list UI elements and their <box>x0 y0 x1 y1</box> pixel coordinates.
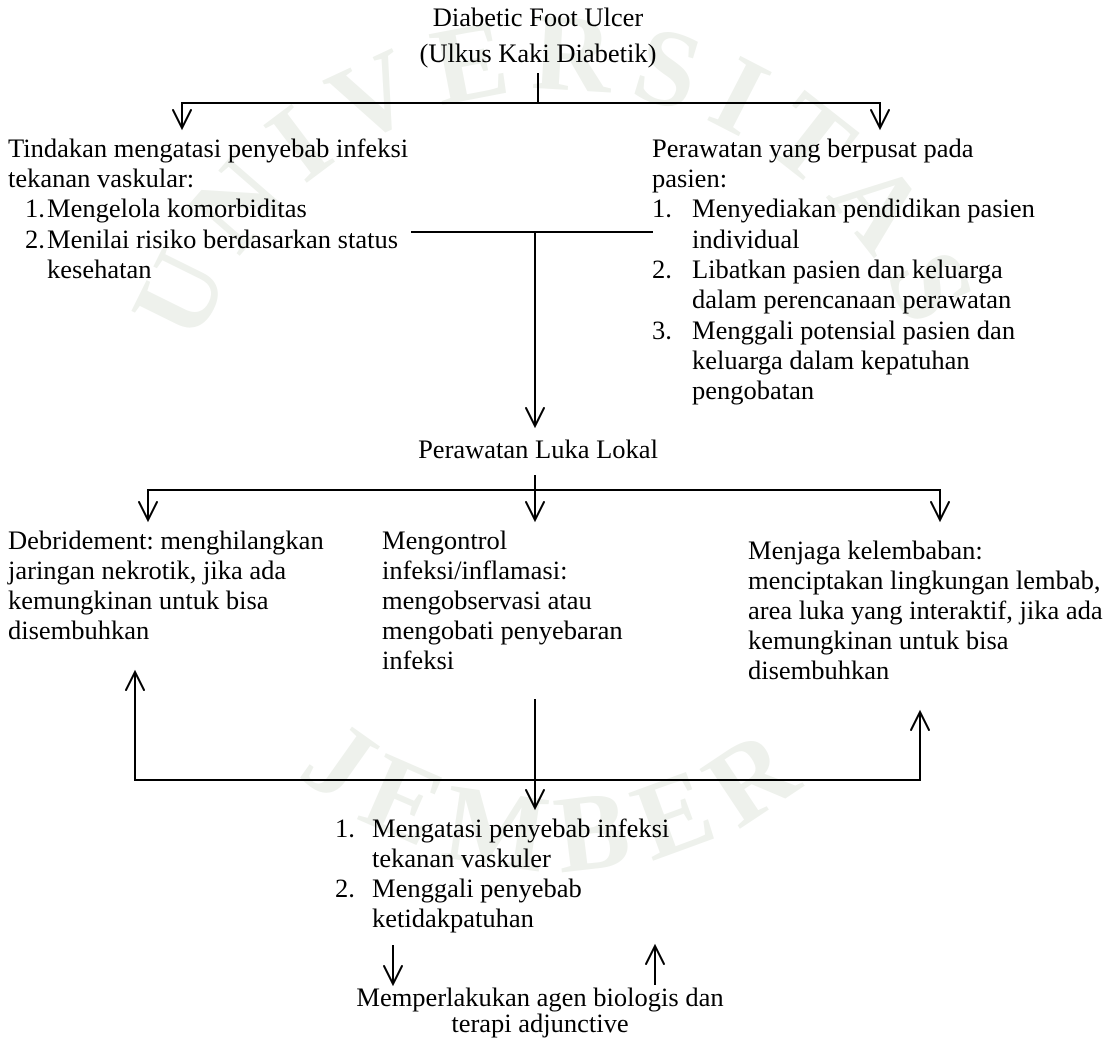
merge-connector <box>411 231 653 429</box>
list-number: 1. <box>652 193 672 223</box>
infection-control-node: Mengontrol infeksi/inflamasi: mengobserv… <box>382 525 623 675</box>
adjunctive-node: Memperlakukan agen biologis dan terapi a… <box>356 982 723 1038</box>
list-item-text: Menggali potensial pasien dan <box>692 315 1015 345</box>
node-text-line: Menjaga kelembaban: <box>748 535 983 565</box>
list-item-text: dalam perencanaan perawatan <box>692 284 1011 314</box>
right-branch-heading: Perawatan yang berpusat pada <box>652 133 974 163</box>
node-text-line: Mengontrol <box>382 525 507 555</box>
node-text-line: disembuhkan <box>8 615 149 645</box>
moisture-node: Menjaga kelembaban: menciptakan lingkung… <box>748 535 1103 685</box>
arrow-down-icon <box>172 109 192 131</box>
node-text-line: infeksi <box>382 645 454 675</box>
list-item-text: ketidakpatuhan <box>372 903 534 933</box>
local-care-node: Perawatan Luka Lokal <box>418 434 658 464</box>
list-item-text: pengobatan <box>692 375 814 405</box>
right-branch-node: Perawatan yang berpusat pada pasien: 1. … <box>652 133 1035 405</box>
feedback-connector <box>125 669 930 811</box>
left-branch-node: Tindakan mengatasi penyebab infeksi teka… <box>8 133 408 284</box>
node-text-line: infeksi/inflamasi: <box>382 555 567 585</box>
root-subtitle: (Ulkus Kaki Diabetik) <box>420 38 657 68</box>
node-text-line: mengobati penyebaran <box>382 615 623 645</box>
list-number: 1. <box>25 193 45 223</box>
bottom-connector <box>383 943 665 987</box>
list-item-text: Mengelola komorbiditas <box>47 193 307 223</box>
root-node: Diabetic Foot Ulcer (Ulkus Kaki Diabetik… <box>420 2 657 68</box>
node-text-line: disembuhkan <box>748 655 889 685</box>
distribution-connector <box>138 475 950 523</box>
list-item-text: Menilai risiko berdasarkan status <box>47 224 398 254</box>
root-split-connector <box>172 73 890 131</box>
list-item-text: kesehatan <box>47 254 151 284</box>
watermark-bottom-label: JEMBER <box>282 695 814 899</box>
left-branch-heading: tekanan vaskular: <box>8 163 194 193</box>
node-text-line: Debridement: menghilangkan <box>8 525 324 555</box>
list-number: 2. <box>652 254 672 284</box>
arrow-down-icon <box>525 789 545 811</box>
list-item-text: keluarga dalam kepatuhan <box>692 345 970 375</box>
debridement-node: Debridement: menghilangkan jaringan nekr… <box>7 525 324 645</box>
follow-up-node: 1. Mengatasi penyebab infeksi tekanan va… <box>335 813 669 933</box>
root-title: Diabetic Foot Ulcer <box>433 2 644 32</box>
watermark-bottom-text: JEMBER <box>282 695 832 899</box>
list-item-text: Mengatasi penyebab infeksi <box>372 813 669 843</box>
list-item-text: Menggali penyebab <box>372 873 582 903</box>
list-item-text: Menyediakan pendidikan pasien <box>692 193 1035 223</box>
left-branch-heading: Tindakan mengatasi penyebab infeksi <box>8 133 408 163</box>
node-text-line: jaringan nekrotik, jika ada <box>7 555 286 585</box>
node-text-line: Memperlakukan agen biologis dan <box>356 982 723 1012</box>
node-text-line: menciptakan lingkungan lembab, <box>748 565 1101 595</box>
arrow-down-icon <box>525 501 545 523</box>
arrow-up-icon <box>125 669 145 691</box>
arrow-down-icon <box>870 109 890 131</box>
arrow-down-icon <box>383 965 403 987</box>
list-item-text: tekanan vaskuler <box>372 843 551 873</box>
arrow-down-icon <box>138 501 158 523</box>
node-text-line: kemungkinan untuk bisa <box>748 625 1009 655</box>
node-text-line: mengobservasi atau <box>382 585 592 615</box>
arrow-up-icon <box>645 943 665 965</box>
arrow-down-icon <box>525 407 545 429</box>
list-number: 1. <box>335 813 355 843</box>
arrow-down-icon <box>930 501 950 523</box>
list-number: 2. <box>335 873 355 903</box>
node-text-line: terapi adjunctive <box>451 1008 628 1038</box>
arrow-up-icon <box>910 709 930 731</box>
list-item-text: Libatkan pasien dan keluarga <box>692 254 1003 284</box>
list-number: 3. <box>652 315 672 345</box>
list-item-text: individual <box>692 224 799 254</box>
node-text-line: area luka yang interaktif, jika ada <box>748 595 1103 625</box>
node-text-line: kemungkinan untuk bisa <box>8 585 269 615</box>
right-branch-heading: pasien: <box>652 163 727 193</box>
list-number: 2. <box>25 224 45 254</box>
